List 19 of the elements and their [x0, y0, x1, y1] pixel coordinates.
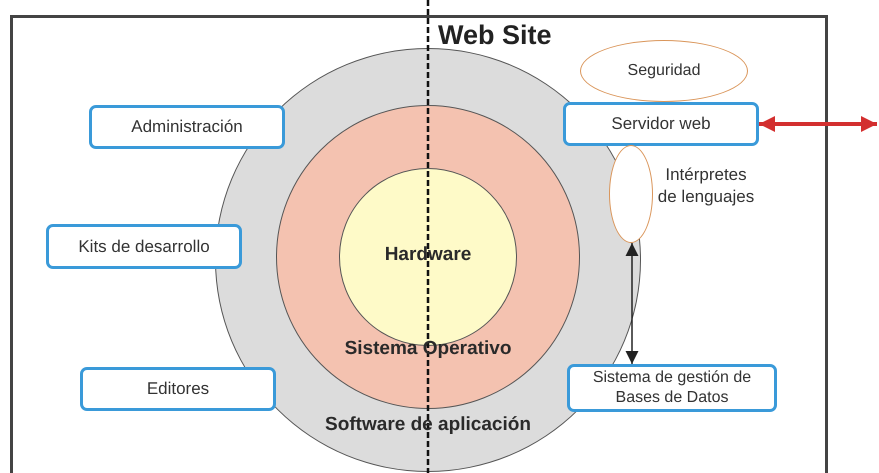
- component-label: Editores: [146, 379, 210, 399]
- component-box: [80, 367, 276, 411]
- component-label: Servidor web: [610, 114, 712, 134]
- component-label: Intérpretes de lenguajes: [656, 164, 756, 208]
- component-box: [89, 105, 285, 149]
- component-box: [567, 364, 777, 412]
- arrow: [626, 243, 638, 364]
- component-box: [46, 224, 242, 269]
- web-site-frame: [10, 15, 828, 473]
- component-label: Administración: [130, 117, 244, 137]
- component-label: Seguridad: [626, 61, 702, 81]
- component-label: Sistema de gestión de Bases de Datos: [592, 368, 752, 408]
- component-label: Kits de desarrollo: [77, 236, 211, 256]
- layer-label: Software de aplicación: [325, 414, 531, 435]
- frame-heading: Web Site: [438, 20, 552, 51]
- layer-label: Sistema Operativo: [344, 338, 512, 359]
- arrow: [759, 116, 877, 132]
- component-box: [563, 102, 759, 146]
- layer-label: Hardware: [384, 244, 472, 265]
